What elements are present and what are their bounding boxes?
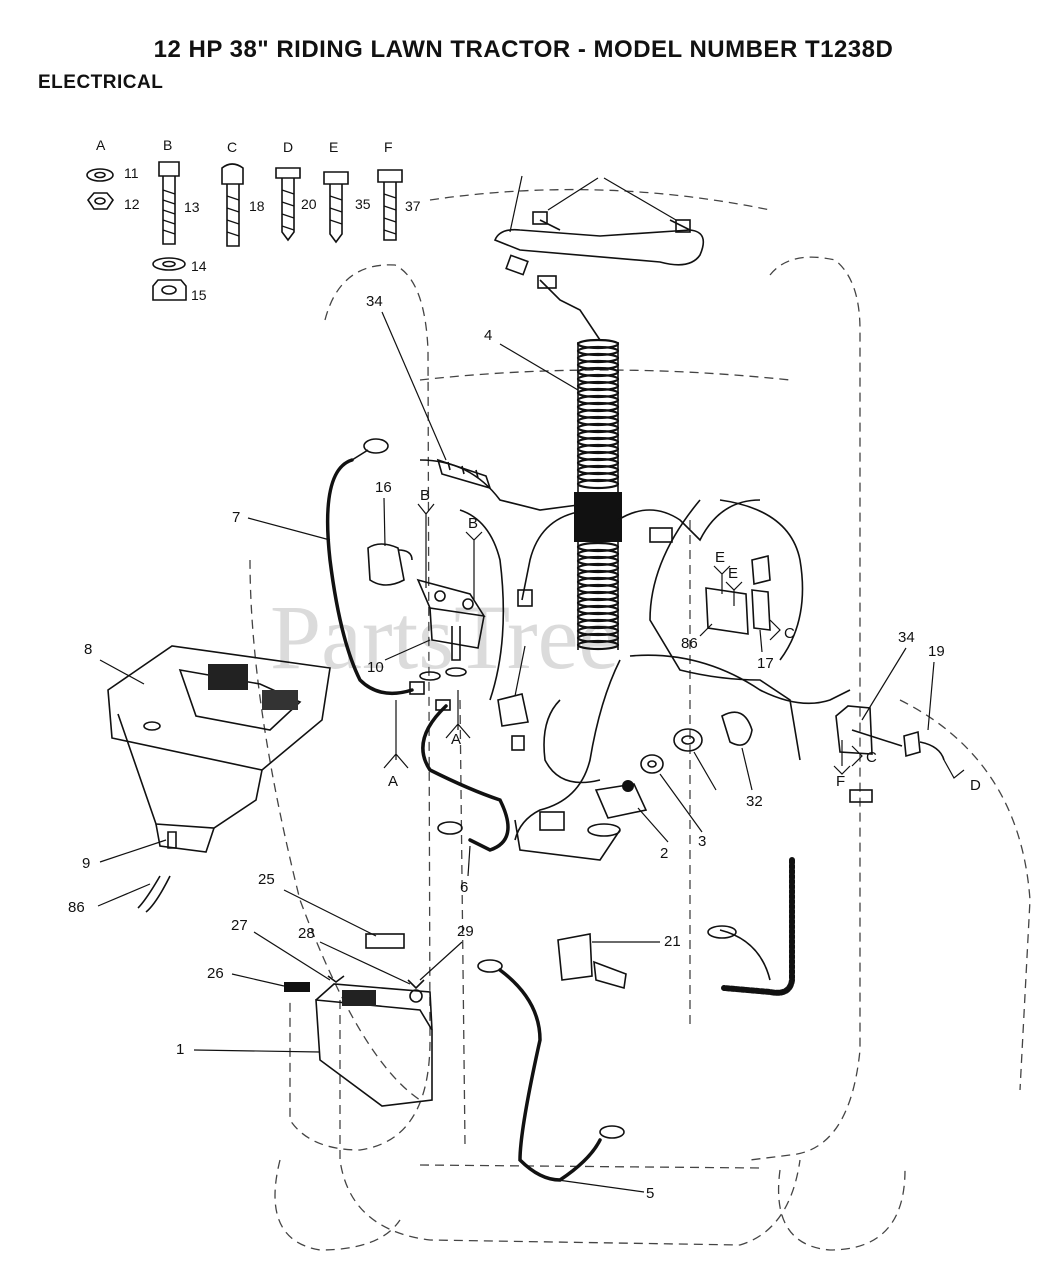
- callout-20: 20: [301, 196, 317, 212]
- battery: 1 26 27 28 25 29: [176, 871, 474, 1107]
- battery-box: 8: [84, 641, 331, 853]
- tractor-outline: [249, 188, 1031, 1251]
- ref-letter-b: B: [468, 515, 478, 532]
- callout-17: 17: [757, 655, 774, 672]
- seat-switch-bracket: 34 19 C F D: [833, 629, 981, 803]
- callout-25: 28: [298, 925, 315, 942]
- callout-26: 29: [457, 923, 474, 940]
- callout-8: 8: [84, 641, 92, 658]
- ref-markers-a: A A: [383, 690, 471, 790]
- callout-16: 16: [375, 479, 392, 496]
- callout-24: 27: [231, 917, 248, 934]
- hardware-legend: A B C D E F 11 12 13 14 15 18 20: [86, 137, 421, 303]
- callout-6: 6: [460, 879, 468, 896]
- callout-18: 18: [249, 198, 265, 214]
- hardware-letter-d: D: [283, 139, 293, 155]
- callout-10: 10: [367, 659, 384, 676]
- callout-28: 34: [366, 293, 383, 310]
- ref-letter-c: C: [866, 749, 877, 766]
- conduit-ring: [576, 639, 620, 651]
- ref-letter-b: B: [420, 487, 430, 504]
- callout-11: 11: [124, 165, 139, 181]
- ref-letter-d: D: [970, 777, 981, 794]
- callout-12: 12: [124, 196, 140, 212]
- callout-37: 37: [405, 198, 421, 214]
- washer-icon: [152, 257, 186, 271]
- starter-cable: 21: [557, 857, 795, 996]
- bolt-icon: [377, 169, 403, 183]
- callout-3: 3: [698, 833, 706, 850]
- ref-letter-a: A: [451, 731, 461, 748]
- callout-34: 34: [898, 629, 915, 646]
- callout-2: 2: [660, 845, 668, 862]
- headlight-harness: [493, 175, 705, 341]
- nut-icon: [86, 192, 115, 210]
- callout-29: 86: [68, 899, 85, 916]
- callout-19: 19: [928, 643, 945, 660]
- drain-tube: 9 86: [68, 831, 177, 916]
- hardware-letter-a: A: [96, 137, 106, 153]
- hardware-letter-f: F: [384, 139, 393, 155]
- ref-letter-a: A: [388, 773, 398, 790]
- callout-4: 4: [484, 327, 492, 344]
- starter-solenoid: 16 10 B B: [367, 479, 486, 681]
- callout-86: 86: [681, 635, 698, 652]
- callout-14: 14: [191, 258, 207, 274]
- negative-cable: 5: [477, 959, 654, 1202]
- ref-letter-e: E: [728, 565, 738, 582]
- callout-9: 9: [82, 855, 90, 872]
- callout-23: 26: [207, 965, 224, 982]
- fuse-connector: 34: [366, 293, 492, 490]
- page-title: 12 HP 38" RIDING LAWN TRACTOR - MODEL NU…: [153, 36, 894, 63]
- positive-cable: 6: [421, 699, 510, 896]
- conduit-ring: [576, 478, 620, 490]
- hardware-letter-c: C: [227, 139, 237, 155]
- callout-21: 21: [664, 933, 681, 950]
- watermark: PartsTree: [270, 586, 619, 688]
- callout-5: 5: [646, 1185, 654, 1202]
- safety-switch: [497, 645, 529, 751]
- relay-bracket: E E C 86 17: [681, 549, 795, 672]
- ref-letter-e: E: [715, 549, 725, 566]
- hardware-letter-b: B: [163, 137, 172, 153]
- washer-icon: [86, 168, 114, 182]
- callout-27: 32: [746, 793, 763, 810]
- callout-35: 35: [355, 196, 371, 212]
- wiring-harness: [419, 459, 851, 861]
- wire-conduit: 4: [484, 327, 622, 651]
- callout-1: 1: [176, 1041, 184, 1058]
- callout-15: 15: [191, 287, 207, 303]
- ref-letter-f: F: [836, 773, 845, 790]
- bolt-icon: [275, 167, 301, 179]
- callout-13: 13: [184, 199, 200, 215]
- bolt-icon: [221, 163, 244, 185]
- nut-icon: [152, 279, 187, 301]
- callout-7: 7: [232, 509, 240, 526]
- section-title: ELECTRICAL: [38, 72, 164, 93]
- bolt-icon: [323, 171, 349, 185]
- ref-letter-c: C: [784, 625, 795, 642]
- ground-cable: 7: [232, 438, 425, 696]
- hardware-letter-e: E: [329, 139, 338, 155]
- callout-22: 25: [258, 871, 275, 888]
- ignition-switch: 2 3 32: [594, 711, 763, 862]
- bolt-icon: [158, 161, 180, 177]
